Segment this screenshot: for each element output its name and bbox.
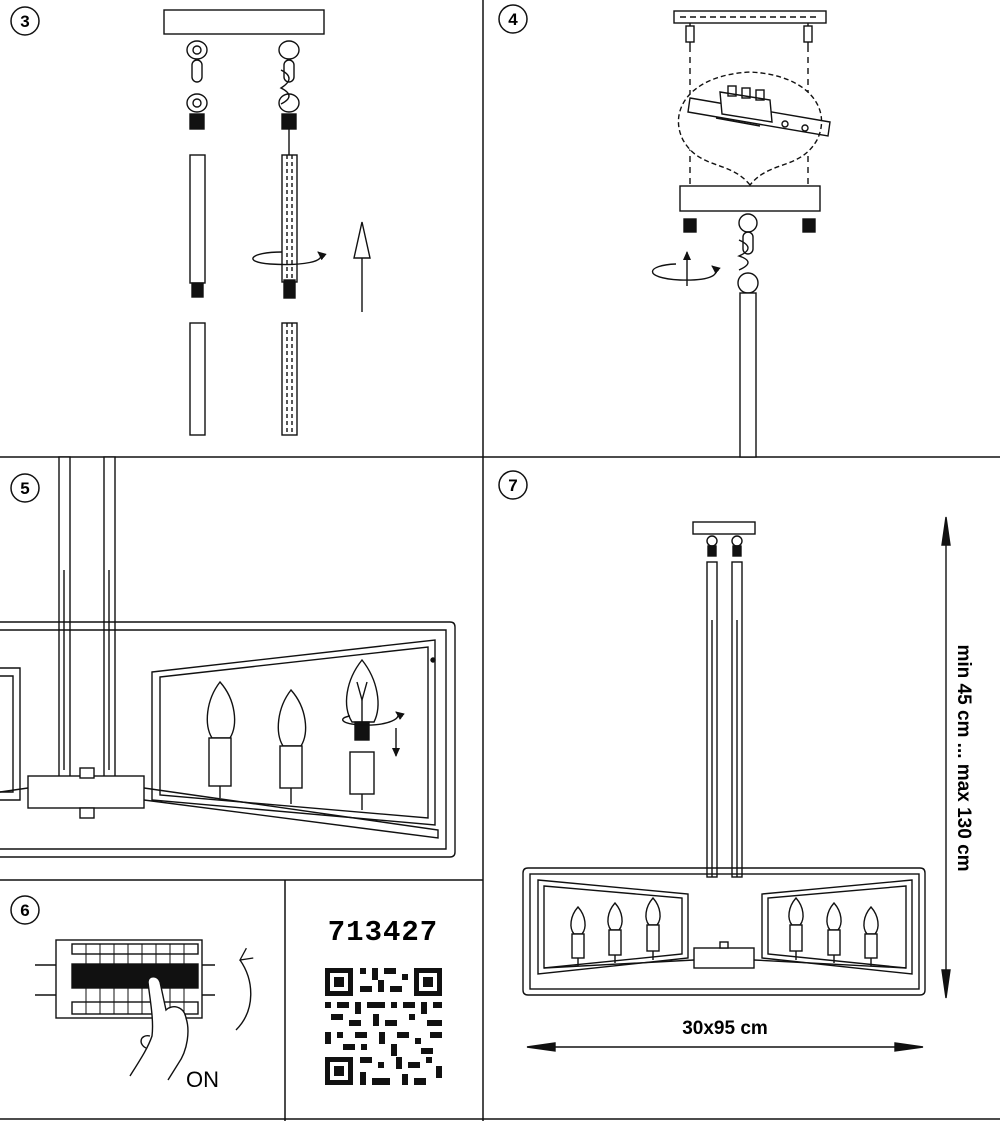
hand-icon: [129, 976, 189, 1081]
height-dimension-label: min 45 cm ... max 130 cm: [953, 644, 974, 871]
up-arrow-icon: [353, 221, 371, 312]
chain-left: [186, 40, 208, 130]
candle-bulb-left-3: [645, 896, 661, 960]
svg-text:5: 5: [20, 479, 29, 498]
candle-bulb-right-1: [788, 896, 804, 960]
candle-bulb-1: [206, 680, 236, 798]
candle-bulb-2: [277, 688, 307, 804]
svg-text:3: 3: [20, 12, 29, 31]
height-dimension-arrow: [941, 516, 951, 999]
switch-on-label: ON: [186, 1067, 219, 1092]
candle-bulb-right-2: [826, 901, 842, 963]
step-badge-5: 5: [10, 473, 40, 503]
qr-code-icon: [325, 968, 442, 1085]
step4-illustration: [651, 10, 831, 458]
rotate-arrow-icon: [342, 711, 405, 757]
svg-text:4: 4: [508, 10, 518, 29]
svg-text:7: 7: [508, 476, 517, 495]
terminal-block: [687, 85, 831, 137]
chain-right: [278, 40, 300, 155]
svg-text:6: 6: [20, 901, 29, 920]
step3-illustration: [163, 9, 371, 436]
width-dimension-label: 30x95 cm: [682, 1018, 768, 1039]
candle-bulb-left-1: [570, 905, 586, 966]
step7-illustration: [522, 516, 951, 1052]
width-dimension-arrow: [526, 1042, 924, 1052]
step-badge-7: 7: [498, 470, 528, 500]
candle-bulb-3: [345, 658, 379, 810]
step6-illustration: [35, 939, 251, 1081]
circuit-breaker-icon: [35, 939, 215, 1019]
rotate-arrow-icon: [651, 251, 721, 286]
product-code: 713427: [328, 916, 438, 949]
candle-bulb-right-3: [863, 905, 879, 966]
step-badge-3: 3: [10, 6, 40, 36]
candle-bulb-left-2: [607, 901, 623, 963]
step-badge-4: 4: [498, 4, 528, 34]
rotate-arrow-icon: [252, 251, 327, 266]
step-badge-6: 6: [10, 895, 40, 925]
step5-illustration: [0, 456, 456, 858]
